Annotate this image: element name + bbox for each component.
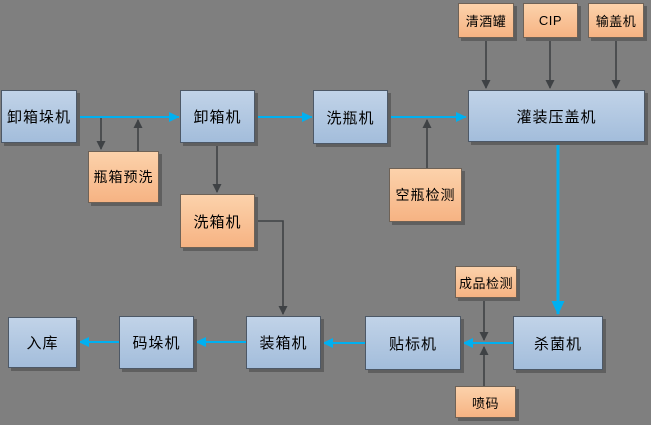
flow-node-label: 卸箱机 xyxy=(193,109,242,126)
flow-node-decaser: 卸箱机 xyxy=(180,90,255,143)
flow-node-label: 贴标机 xyxy=(388,335,437,353)
flow-node-bottle-washer: 洗瓶机 xyxy=(313,90,388,144)
flow-node-beer-tank: 清酒罐 xyxy=(458,3,514,38)
flow-node-crate-prewash: 瓶箱预洗 xyxy=(88,151,159,203)
flow-node-label: 输盖机 xyxy=(595,14,637,29)
flow-node-labeler: 贴标机 xyxy=(365,316,461,370)
flow-node-pasteurizer: 杀菌机 xyxy=(513,316,603,370)
flow-node-label: 清酒罐 xyxy=(465,14,507,29)
flow-node-label: 瓶箱预洗 xyxy=(93,169,154,185)
flow-node-label: 入库 xyxy=(26,335,59,352)
flow-node-label: CIP xyxy=(538,13,563,28)
flow-node-label: 洗瓶机 xyxy=(326,109,375,127)
flow-edge-crate-washer-to-case-packer xyxy=(255,220,288,315)
flow-node-crate-washer: 洗箱机 xyxy=(180,194,255,248)
flow-node-cap-feeder: 输盖机 xyxy=(588,3,644,38)
flow-node-label: 卸箱垛机 xyxy=(6,109,71,126)
flow-node-product-inspect: 成品检测 xyxy=(455,266,517,298)
flow-node-label: 杀菌机 xyxy=(533,335,582,353)
flow-node-inkjet-coder: 喷码 xyxy=(455,386,516,418)
flow-node-label: 码垛机 xyxy=(132,335,181,352)
flow-node-label: 成品检测 xyxy=(458,275,513,291)
flow-node-cip: CIP xyxy=(523,3,578,38)
flow-node-label: 空瓶检测 xyxy=(395,187,456,203)
flow-node-label: 装箱机 xyxy=(259,335,308,352)
flow-node-label: 喷码 xyxy=(471,395,499,411)
flow-node-palletizer: 码垛机 xyxy=(119,316,194,369)
flow-node-label: 洗箱机 xyxy=(193,213,242,231)
flow-node-warehouse: 入库 xyxy=(8,317,77,368)
flow-node-filler-capper: 灌装压盖机 xyxy=(468,90,645,142)
flow-node-depalletizer: 卸箱垛机 xyxy=(1,90,77,143)
flow-node-label: 灌装压盖机 xyxy=(516,108,597,126)
flow-node-empty-bottle-inspect: 空瓶检测 xyxy=(389,168,462,222)
flow-node-case-packer: 装箱机 xyxy=(246,316,321,369)
